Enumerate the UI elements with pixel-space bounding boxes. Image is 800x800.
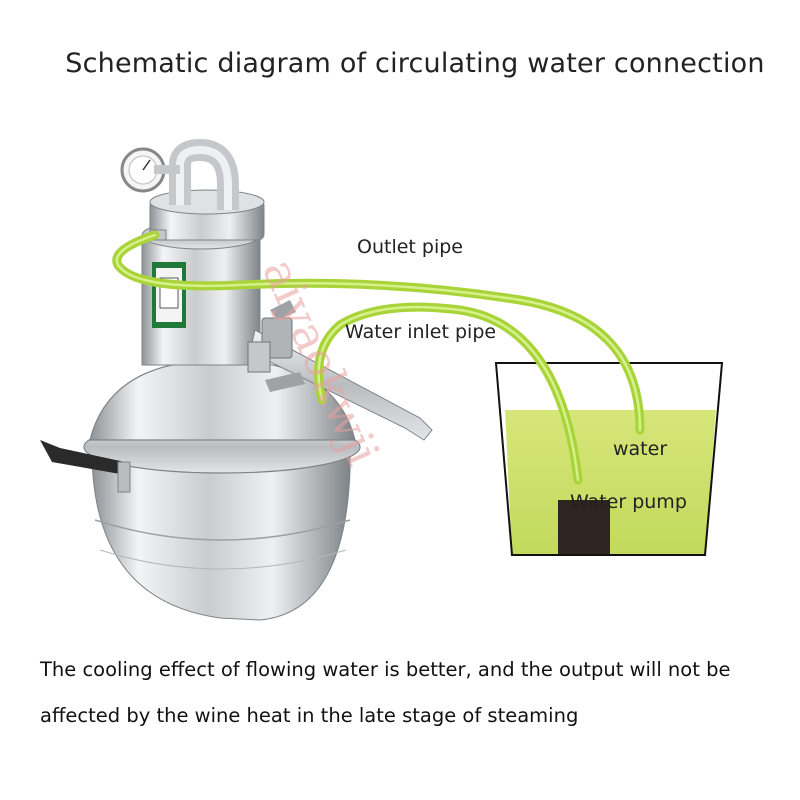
caption-line-1: The cooling effect of flowing water is b… bbox=[40, 658, 731, 681]
condenser-column bbox=[120, 138, 265, 366]
outlet-spout bbox=[247, 300, 433, 441]
inlet-pipe-label: Water inlet pipe bbox=[345, 321, 497, 343]
water-pump-label: Water pump bbox=[570, 491, 687, 513]
page-title: Schematic diagram of circulating water c… bbox=[65, 48, 765, 79]
outlet-pipe-label: Outlet pipe bbox=[357, 236, 463, 258]
caption-line-2: affected by the wine heat in the late st… bbox=[40, 704, 579, 727]
water-pump bbox=[558, 500, 610, 554]
water-bucket bbox=[494, 362, 724, 556]
pot bbox=[40, 359, 361, 621]
water-label: water bbox=[613, 438, 668, 460]
